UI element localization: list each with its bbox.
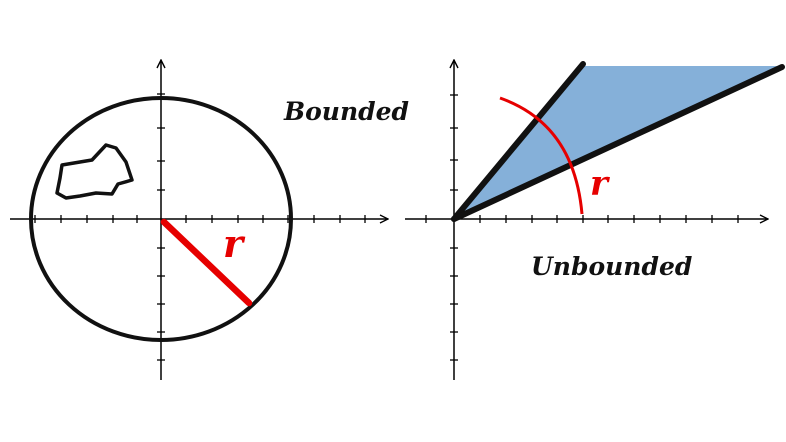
wedge-upper-ray: [451, 61, 586, 222]
wedge-lower-ray: [451, 64, 785, 222]
right-radius-arc: [499, 96, 584, 215]
left-x-ticks: [34, 215, 366, 223]
bounding-circle: [29, 96, 293, 342]
right-x-ticks: [425, 215, 739, 223]
right-panel: r Unbounded: [405, 60, 785, 380]
bounded-region-blob: [55, 143, 134, 200]
bounded-label: Bounded: [283, 97, 409, 126]
right-y-ticks: [450, 94, 458, 361]
left-panel: r Bounded: [10, 60, 409, 380]
left-y-ticks: [157, 93, 165, 361]
left-radius-label: r: [223, 221, 246, 266]
unbounded-label: Unbounded: [531, 252, 692, 281]
left-radius-line: [160, 218, 253, 307]
left-axes: [10, 60, 388, 380]
right-radius-label: r: [590, 164, 610, 204]
